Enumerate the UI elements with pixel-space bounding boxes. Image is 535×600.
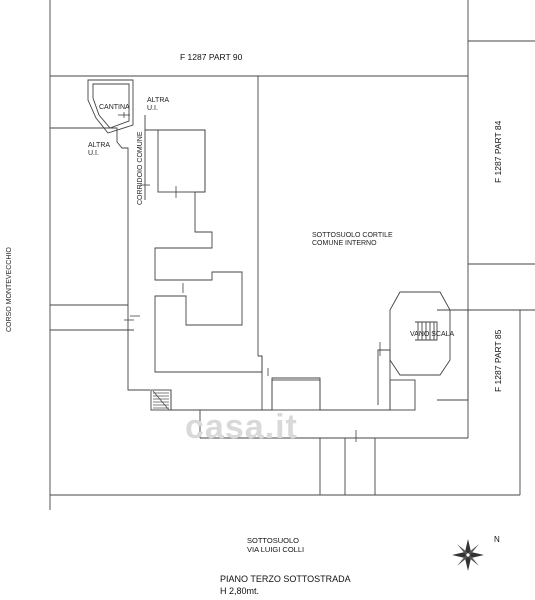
room-small-lower — [389, 379, 416, 411]
room-small-upper — [157, 129, 206, 193]
north-label: N — [494, 535, 500, 544]
label-corso-montevecchio: CORSO MONTEVECCHIO — [6, 247, 13, 332]
label-sottosuolo-cortile-2: COMUNE INTERNO — [312, 240, 377, 247]
label-corridoio-comune: CORRIDOIO COMUNE — [137, 131, 144, 206]
label-altra-ui-left-1: ALTRA — [88, 142, 111, 149]
vano-scala — [389, 291, 451, 376]
label-altra-ui-top-1: ALTRA — [147, 97, 170, 104]
cantina-room — [87, 79, 134, 134]
plan-title: PIANO TERZO SOTTOSTRADA — [220, 574, 351, 584]
label-sottosuolo-cortile-1: SOTTOSUOLO CORTILE — [312, 232, 393, 239]
label-f1287-part84: F 1287 PART 84 — [493, 120, 503, 183]
label-altra-ui-top-2: U.I. — [147, 105, 158, 112]
north-compass-icon — [452, 539, 484, 571]
label-sottosuolo-via-1: SOTTOSUOLO — [247, 536, 299, 545]
label-sottosuolo-via-2: VIA LUIGI COLLI — [247, 545, 305, 554]
watermark: casa.it — [185, 408, 298, 446]
corridor-right-wall — [144, 115, 263, 373]
label-altra-ui-left-2: U.I. — [88, 150, 99, 157]
label-f1287-part85: F 1287 PART 85 — [493, 329, 503, 392]
plan-height: H 2,80mt. — [220, 586, 260, 596]
label-f1287-part90: F 1287 PART 90 — [180, 52, 243, 62]
label-vano-scala: VANO SCALA — [410, 331, 455, 338]
corridor-left-wall — [50, 127, 150, 391]
label-cantina: CANTINA — [99, 104, 130, 111]
